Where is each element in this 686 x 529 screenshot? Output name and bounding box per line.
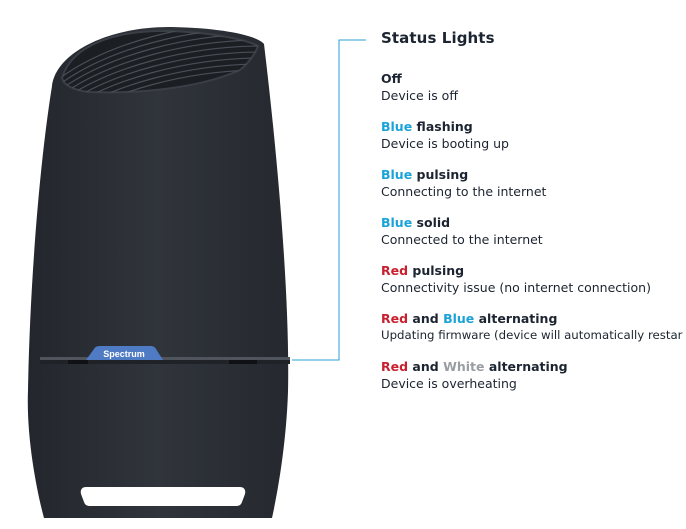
legend-label-segment: Red (381, 359, 409, 374)
legend-label-segment: Blue (381, 215, 413, 230)
legend-label-segment: Red (381, 311, 409, 326)
legend-entry-description: Connected to the internet (381, 232, 543, 247)
brand-logo-text: Spectrum (103, 349, 145, 359)
legend-entry-description: Device is booting up (381, 136, 509, 151)
indicator-slot-right (229, 360, 257, 364)
legend-entry-label: Off (381, 71, 458, 87)
legend-label-segment: Red (381, 263, 409, 278)
legend-title: Status Lights (381, 29, 495, 47)
legend-label-segment: flashing (412, 119, 473, 134)
handle-cutout (80, 487, 246, 506)
legend-entry-label: Red and White alternating (381, 359, 568, 375)
legend-entry-description: Connecting to the internet (381, 184, 547, 199)
legend-label-segment: alternating (484, 359, 568, 374)
legend-label-segment: Off (381, 71, 402, 86)
legend-entry-label: Red and Blue alternating (381, 311, 683, 327)
legend-label-segment: pulsing (408, 263, 465, 278)
leader-line (292, 39, 366, 361)
legend-entry-label: Blue flashing (381, 119, 509, 135)
legend-entry-label: Blue pulsing (381, 167, 546, 183)
legend-entry-label: Red pulsing (381, 263, 651, 279)
legend-label-segment: White (443, 359, 485, 374)
legend-entry-description: Device is overheating (381, 376, 517, 391)
router-body (27, 26, 289, 518)
indicator-slot-left (68, 360, 88, 364)
legend-label-segment: and (408, 359, 444, 374)
brand-badge (86, 346, 163, 360)
legend-entry-label: Blue solid (381, 215, 543, 231)
legend-label-segment: pulsing (412, 167, 469, 182)
divider-shadow (40, 360, 290, 364)
legend-entry-description: Connectivity issue (no internet connecti… (381, 280, 651, 295)
legend-label-segment: Blue (381, 119, 413, 134)
legend-entry-description: Device is off (381, 88, 458, 103)
legend-entry-description: Updating firmware (device will automatic… (381, 328, 683, 342)
legend-label-segment: and (408, 311, 444, 326)
legend-label-segment: solid (412, 215, 451, 230)
legend-label-segment: Blue (381, 167, 413, 182)
divider-band (40, 357, 290, 360)
legend-label-segment: alternating (474, 311, 558, 326)
top-grille (60, 29, 260, 94)
legend-label-segment: Blue (443, 311, 475, 326)
